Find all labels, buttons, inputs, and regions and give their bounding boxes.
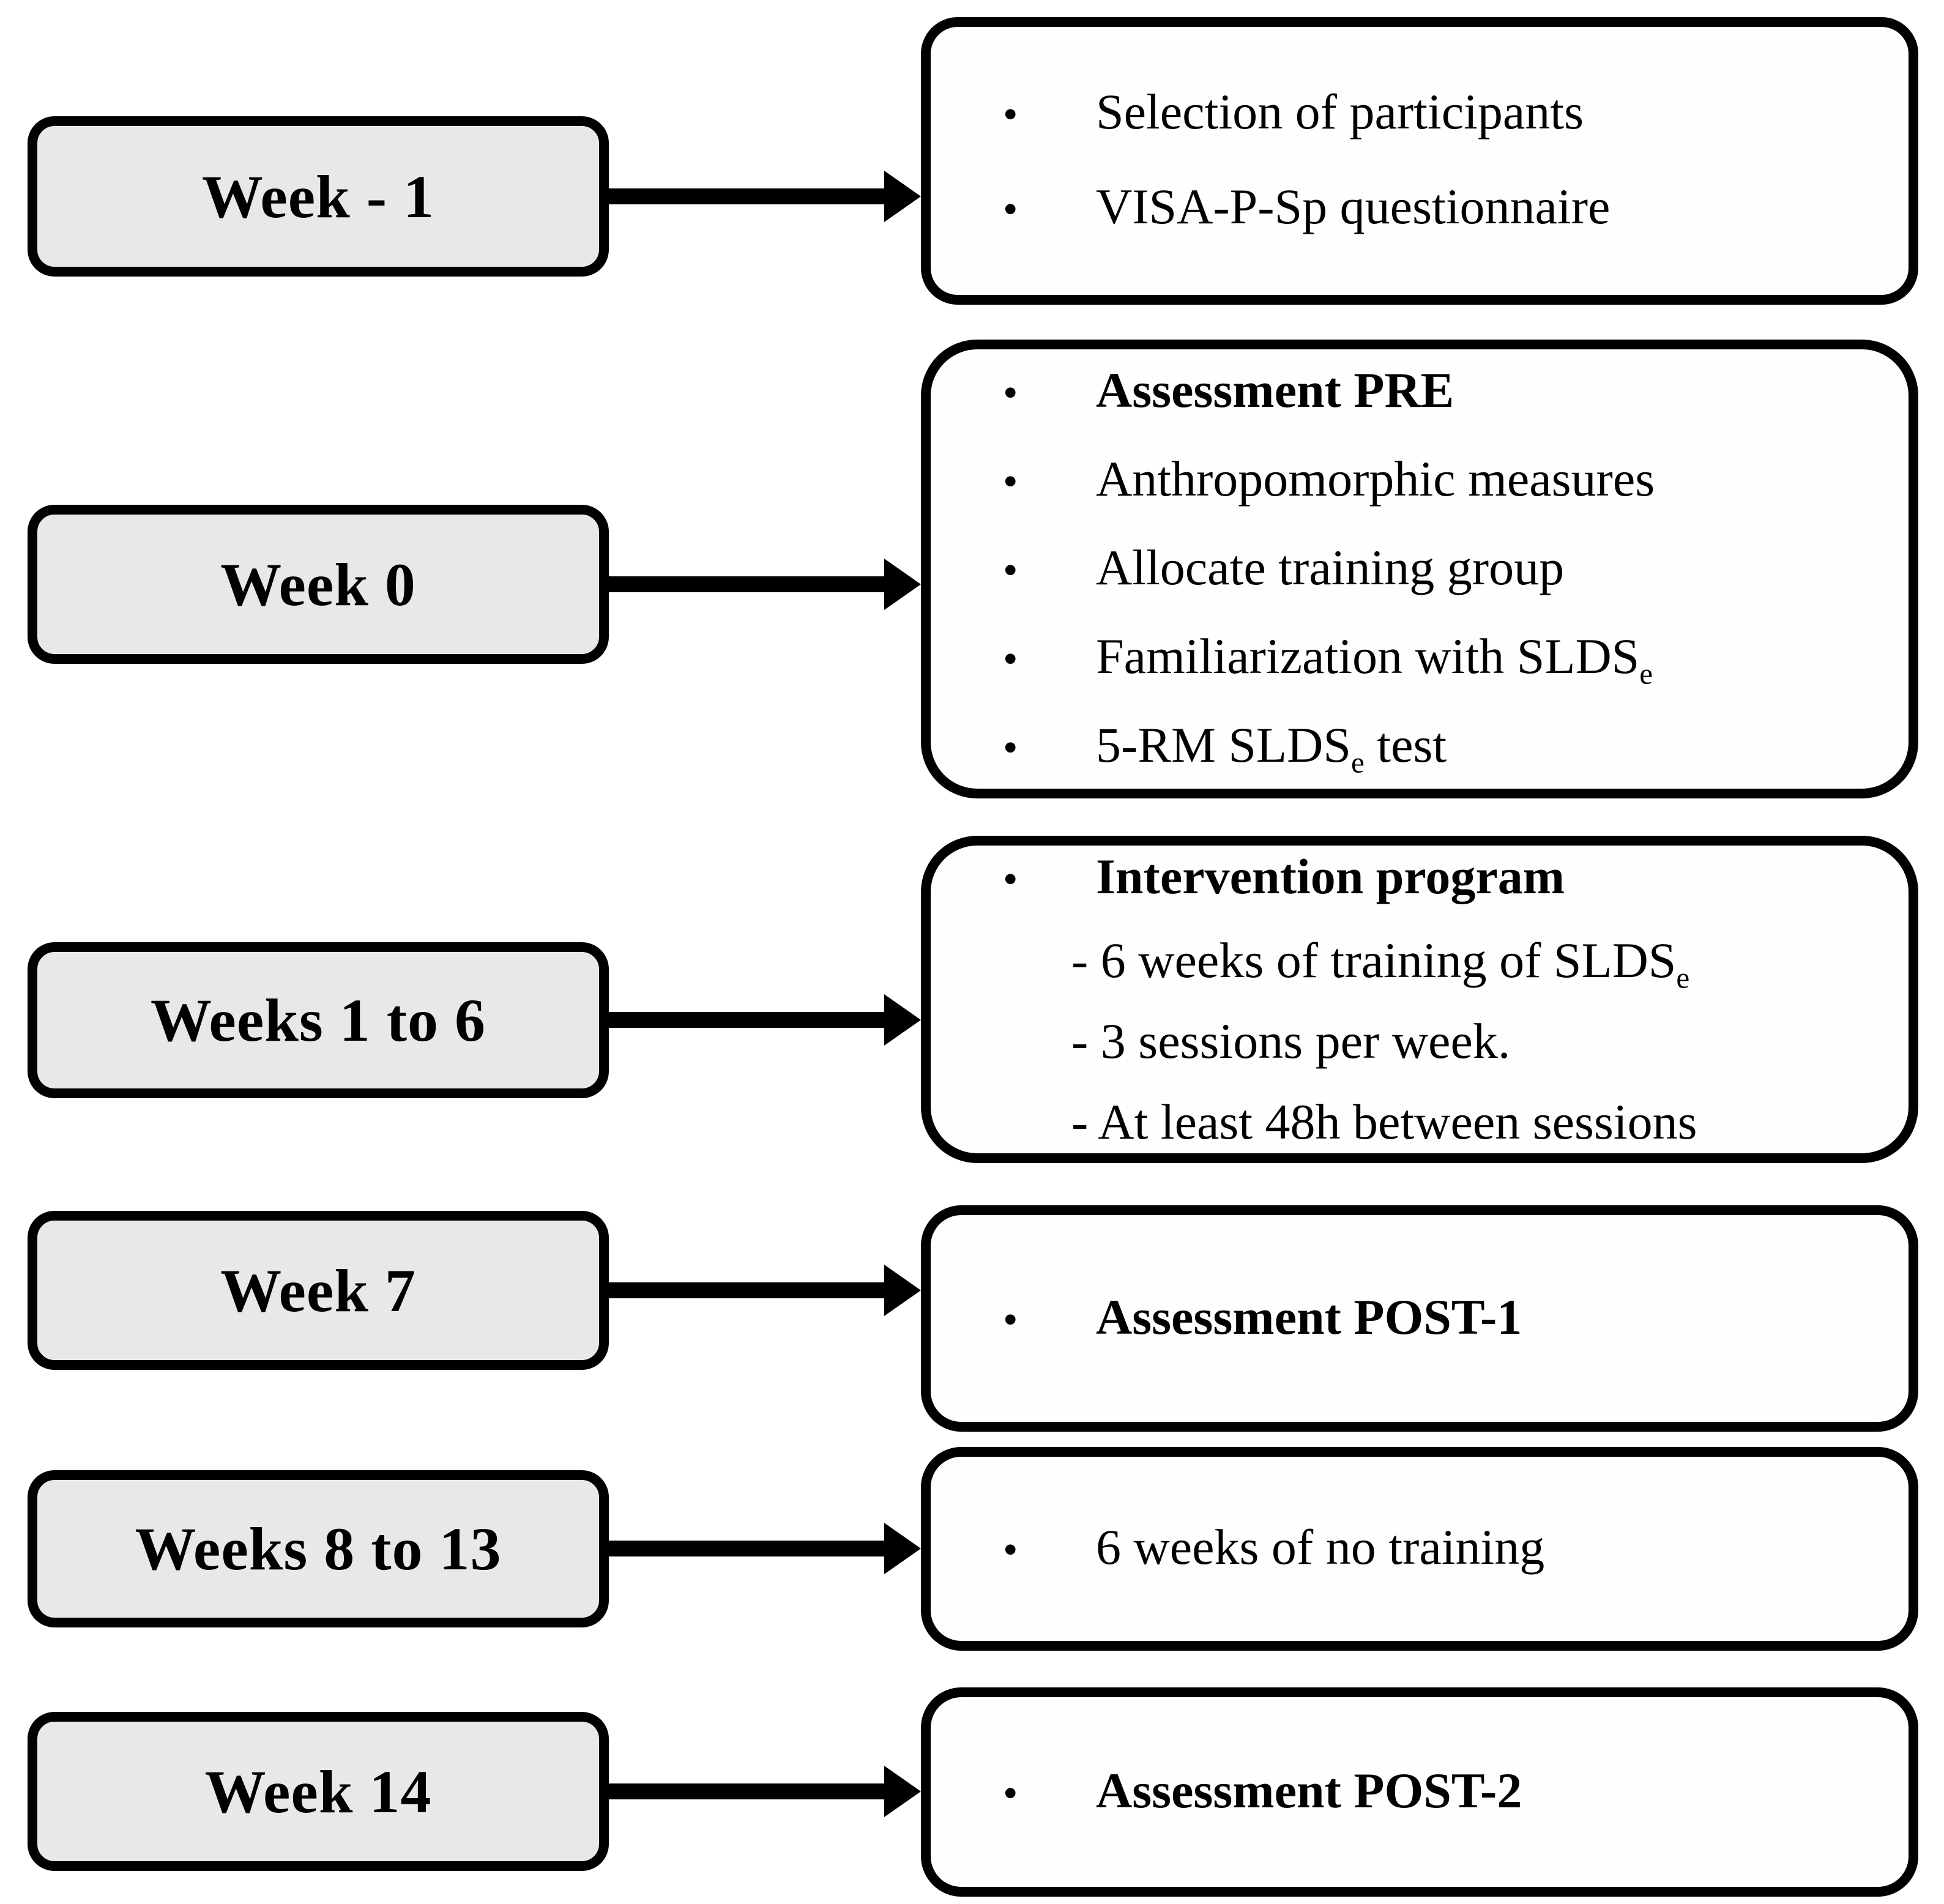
arrow-shaft <box>609 1012 885 1028</box>
list-item-text: Assessment POST-1 <box>1096 1274 1522 1360</box>
details-box-week-14: • Assessment POST-2 <box>921 1687 1918 1897</box>
list-item: - 6 weeks of training of SLDSe <box>992 920 1890 1001</box>
list-item-text: - 3 sessions per week. <box>1071 1001 1510 1082</box>
list-item-text: - At least 48h between sessions <box>1071 1082 1697 1162</box>
week-label: Weeks 8 to 13 <box>135 1515 502 1583</box>
details-list: • Assessment PRE • Anthropomorphic measures… <box>992 348 1890 791</box>
week-label-box-week-7: Week 7 <box>28 1211 609 1370</box>
details-list: • Selection of participants • VISA-P-Sp que… <box>992 66 1890 256</box>
text-part: VISA-P-Sp questionnaire <box>1096 179 1611 234</box>
text-part: - 6 weeks of training of SLDS <box>1071 932 1677 988</box>
text-part: - At least 48h between sessions <box>1071 1094 1697 1150</box>
week-label-box-week-minus-1: Week - 1 <box>28 116 609 277</box>
week-label: Week 0 <box>220 550 416 619</box>
week-label-box-week-14: Week 14 <box>28 1712 609 1871</box>
details-box-weeks-1-to-6: • Intervention program - 6 weeks of traini… <box>921 836 1918 1163</box>
list-item: • Anthropomorphic measures <box>992 436 1890 525</box>
arrow-right-icon <box>609 559 921 610</box>
list-item-text: - 6 weeks of training of SLDSe <box>1071 920 1689 1001</box>
list-item-text: Selection of participants <box>1096 66 1584 158</box>
text-part: Allocate training group <box>1096 539 1565 595</box>
text-part: Familiarization with SLDS <box>1096 628 1640 684</box>
list-item-text: Intervention program <box>1096 836 1565 917</box>
list-item-text: VISA-P-Sp questionnaire <box>1096 161 1610 253</box>
arrow-shaft <box>609 188 885 204</box>
bullet-icon: • <box>1003 91 1018 138</box>
list-item-text: 5-RM SLDSe test <box>1096 702 1447 788</box>
details-list: • Assessment POST-2 <box>992 1748 1890 1837</box>
subscript-text: e <box>1639 656 1653 690</box>
list-item-text: Assessment POST-2 <box>1096 1748 1522 1834</box>
text-part: Assessment POST-2 <box>1096 1762 1522 1818</box>
arrow-head <box>884 1265 921 1316</box>
list-item-text: Anthropomorphic measures <box>1096 436 1655 522</box>
arrow-right-icon <box>609 171 921 222</box>
arrow-right-icon <box>609 1766 921 1817</box>
arrow-head <box>884 171 921 222</box>
text-part: Assessment PRE <box>1096 362 1454 418</box>
details-box-week-7: • Assessment POST-1 <box>921 1205 1918 1432</box>
details-list: • 6 weeks of no training <box>992 1504 1890 1593</box>
bullet-icon: • <box>1003 635 1018 683</box>
details-list: • Intervention program - 6 weeks of traini… <box>992 836 1890 1162</box>
week-label: Week 14 <box>204 1757 432 1826</box>
arrow-right-icon <box>609 1265 921 1316</box>
arrow-shaft <box>609 576 885 592</box>
list-item: - At least 48h between sessions <box>992 1082 1890 1162</box>
list-item: • 5-RM SLDSe test <box>992 702 1890 791</box>
arrow-head <box>884 559 921 610</box>
list-item: • Assessment POST-2 <box>992 1748 1890 1837</box>
arrow-head <box>884 1523 921 1574</box>
bullet-icon: • <box>1003 856 1018 903</box>
subscript-text: e <box>1350 745 1365 779</box>
bullet-icon: • <box>1003 458 1018 505</box>
arrow-shaft <box>609 1282 885 1298</box>
week-label: Weeks 1 to 6 <box>150 986 486 1054</box>
details-box-week-minus-1: • Selection of participants • VISA-P-Sp que… <box>921 17 1918 305</box>
list-item: • Familiarization with SLDSe <box>992 614 1890 702</box>
week-label: Week 7 <box>220 1256 416 1325</box>
text-part: 6 weeks of no training <box>1096 1519 1545 1575</box>
bullet-icon: • <box>1003 186 1018 233</box>
details-list: • Assessment POST-1 <box>992 1274 1890 1363</box>
bullet-icon: • <box>1003 546 1018 594</box>
bullet-icon: • <box>1003 724 1018 772</box>
details-box-week-0: • Assessment PRE • Anthropomorphic measures… <box>921 340 1918 798</box>
list-item-text: Assessment PRE <box>1096 348 1454 433</box>
arrow-head <box>884 994 921 1046</box>
details-box-weeks-8-to-13: • 6 weeks of no training <box>921 1447 1918 1651</box>
text-part: Intervention program <box>1096 849 1565 904</box>
list-item-text: Allocate training group <box>1096 525 1564 611</box>
list-item: • 6 weeks of no training <box>992 1504 1890 1593</box>
bullet-icon: • <box>1003 1769 1018 1817</box>
text-part: test <box>1364 716 1447 773</box>
bullet-icon: • <box>1003 369 1018 417</box>
bullet-icon: • <box>1003 1296 1018 1344</box>
arrow-right-icon <box>609 994 921 1046</box>
list-item: • Allocate training group <box>992 525 1890 614</box>
list-item: • VISA-P-Sp questionnaire <box>992 161 1890 256</box>
arrow-right-icon <box>609 1523 921 1574</box>
text-part: - 3 sessions per week. <box>1071 1013 1511 1069</box>
arrow-shaft <box>609 1783 885 1799</box>
list-item: • Selection of participants <box>992 66 1890 161</box>
subscript-text: e <box>1676 961 1690 995</box>
arrow-shaft <box>609 1541 885 1556</box>
text-part: Anthropomorphic measures <box>1096 450 1655 507</box>
bullet-icon: • <box>1003 1527 1018 1574</box>
arrow-head <box>884 1766 921 1817</box>
week-label-box-weeks-8-to-13: Weeks 8 to 13 <box>28 1470 609 1627</box>
week-label-box-weeks-1-to-6: Weeks 1 to 6 <box>28 942 609 1098</box>
list-item: • Assessment PRE <box>992 348 1890 436</box>
week-label: Week - 1 <box>201 162 435 231</box>
text-part: 5-RM SLDS <box>1096 716 1351 773</box>
text-part: Selection of participants <box>1096 84 1584 139</box>
list-item-text: 6 weeks of no training <box>1096 1504 1544 1590</box>
list-item-text: Familiarization with SLDSe <box>1096 614 1653 699</box>
list-item: - 3 sessions per week. <box>992 1001 1890 1082</box>
text-part: Assessment POST-1 <box>1096 1289 1522 1345</box>
week-label-box-week-0: Week 0 <box>28 505 609 664</box>
list-item: • Assessment POST-1 <box>992 1274 1890 1363</box>
list-item: • Intervention program <box>992 836 1890 920</box>
